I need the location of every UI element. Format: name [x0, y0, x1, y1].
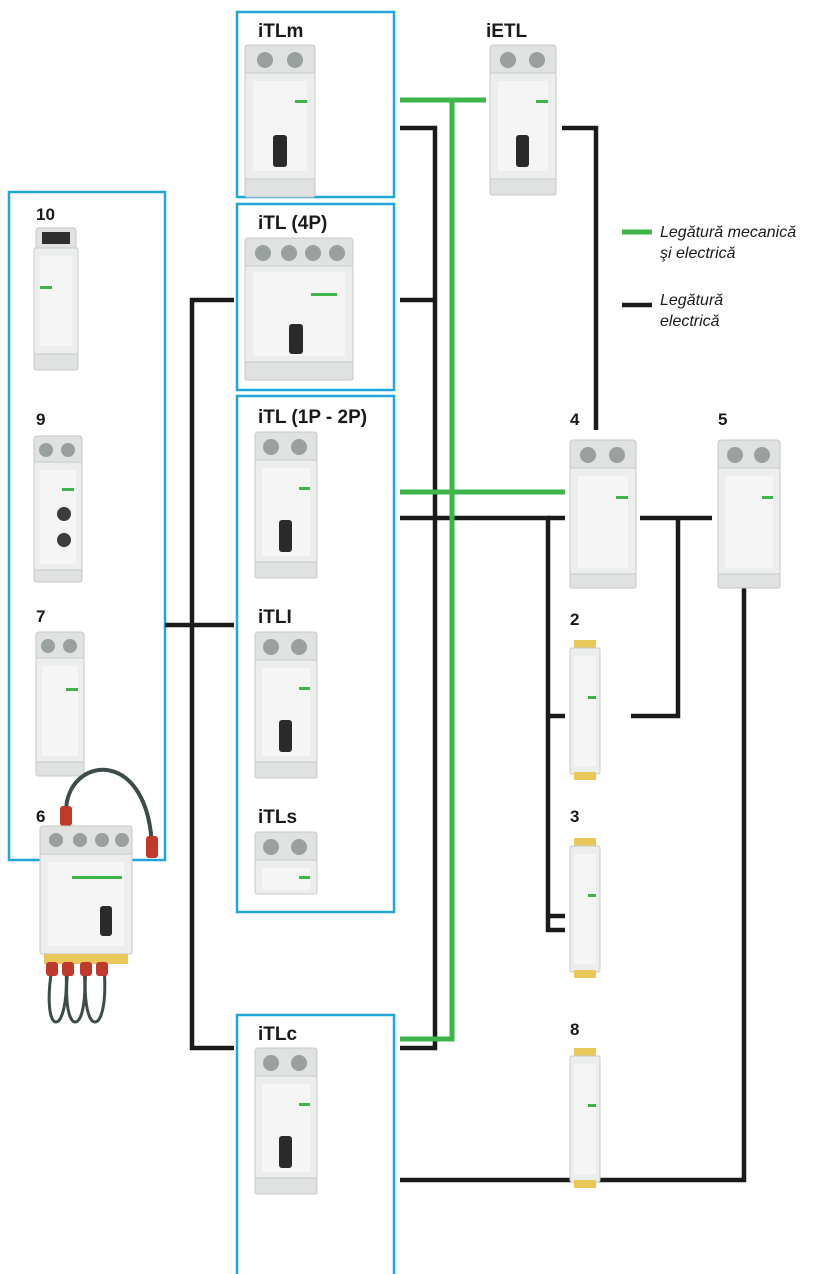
label-ietl: iETL — [486, 21, 528, 42]
central-mech-wire — [400, 100, 455, 1042]
itl-1p-2p-device — [254, 431, 318, 579]
central-bus-wire — [400, 125, 438, 1051]
label-itlm: iTLm — [258, 21, 303, 42]
electrical-links — [165, 125, 747, 1183]
label-accessory-7: 7 — [36, 607, 45, 626]
accessory-7-device — [35, 631, 85, 777]
itli-device — [254, 631, 318, 779]
accessories-box — [7, 190, 167, 862]
label-itls: iTLs — [258, 807, 297, 828]
ietl-device — [489, 44, 557, 196]
legend-mechanical-line1: Legătură mecanică — [660, 224, 796, 241]
itls-device — [254, 831, 318, 895]
legend-mechanical-line2: şi electrică — [660, 245, 736, 262]
aux-4-device — [569, 439, 637, 589]
label-itli: iTLI — [258, 607, 292, 628]
left-bus-wire — [189, 297, 234, 1051]
mechanical-links — [400, 97, 565, 1042]
accessory-9-device — [33, 435, 83, 583]
aux-bus-wire — [400, 515, 565, 933]
label-aux-2: 2 — [570, 610, 579, 629]
label-accessory-10: 10 — [36, 205, 55, 224]
itlm-box — [235, 10, 396, 199]
label-aux-5: 5 — [718, 410, 727, 429]
aux-3-device — [569, 838, 601, 978]
ietl-aux4-wire — [562, 125, 599, 430]
label-aux-3: 3 — [570, 807, 579, 826]
itl-family-box — [235, 394, 396, 914]
aux-5-device — [717, 439, 781, 589]
accessory-10-device — [33, 227, 79, 371]
itlc-device — [254, 1047, 318, 1195]
aux-2-device — [569, 640, 601, 780]
label-itl-1p-2p: iTL (1P - 2P) — [258, 407, 367, 428]
label-itl-4p: iTL (4P) — [258, 213, 327, 234]
label-itlc: iTLc — [258, 1024, 297, 1045]
label-accessory-9: 9 — [36, 410, 45, 429]
itlm-device — [244, 44, 316, 198]
aux2-aux5-wire — [631, 518, 681, 719]
legend: Legătură mecanică şi electrică Legătură … — [622, 224, 796, 330]
itl-4p-box — [235, 202, 396, 392]
legend-electrical-line1: Legătură — [660, 292, 723, 309]
accessory-6-device — [39, 767, 158, 1024]
label-accessory-6: 6 — [36, 807, 45, 826]
aux-8-device — [569, 1048, 601, 1188]
legend-electrical-line2: electrică — [660, 313, 720, 330]
itlc-box — [235, 1013, 396, 1274]
itlc-aux5-wire — [400, 588, 747, 1183]
itl-4p-device — [244, 237, 354, 381]
label-aux-4: 4 — [570, 410, 580, 429]
label-aux-8: 8 — [570, 1020, 579, 1039]
